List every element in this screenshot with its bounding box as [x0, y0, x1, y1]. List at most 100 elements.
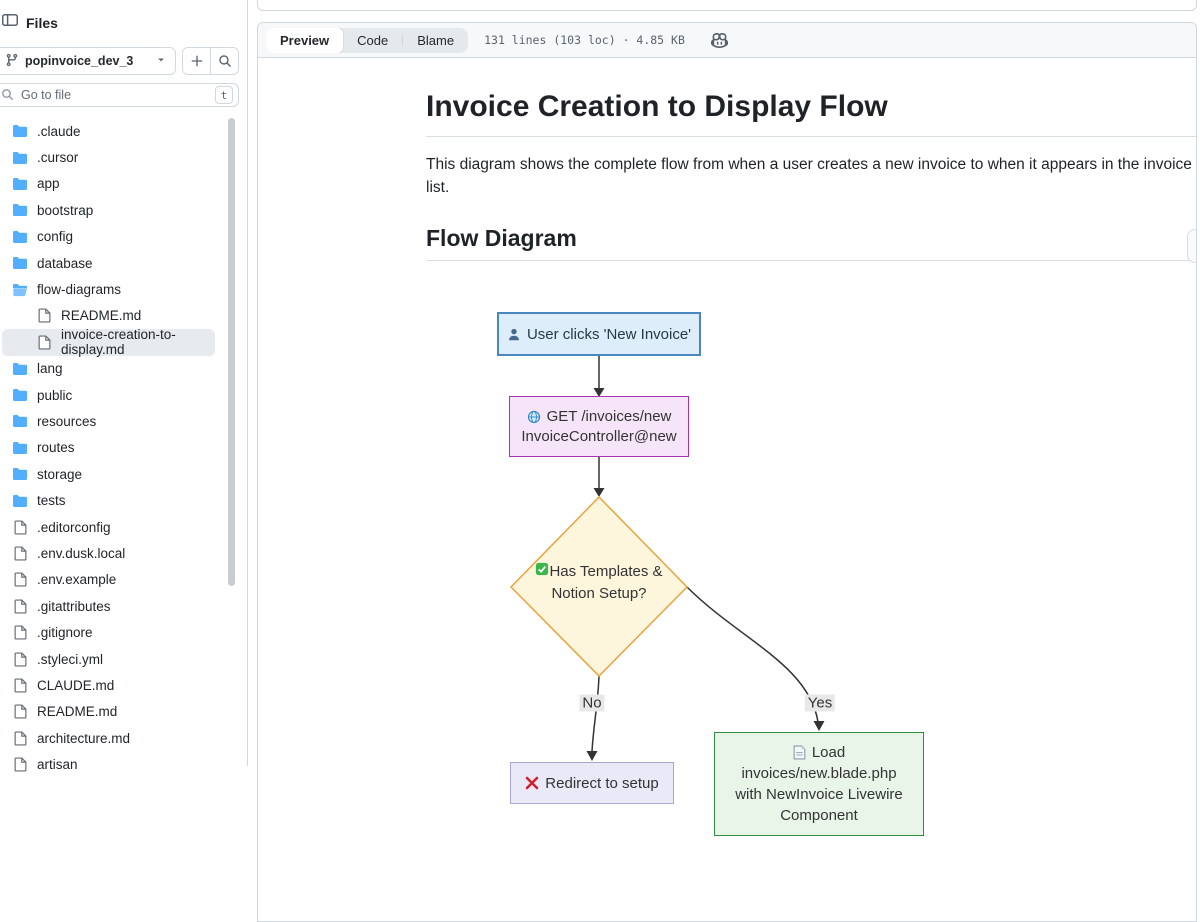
tree-item[interactable]: CLAUDE.md — [2, 672, 215, 698]
search-repo-button[interactable] — [211, 48, 238, 74]
files-sidebar: Files popinvoice_dev_3 t .cla — [0, 0, 247, 772]
sidebar-divider — [247, 0, 248, 766]
git-branch-icon — [5, 53, 19, 70]
folder-icon — [12, 124, 28, 138]
node-label: Load — [811, 744, 846, 761]
tree-item-label: .cursor — [37, 150, 79, 166]
tree-item[interactable]: .styleci.yml — [2, 646, 215, 672]
node-redirect-setup: Redirect to setup — [510, 762, 674, 804]
folder-icon — [12, 177, 28, 191]
file-icon — [36, 335, 52, 350]
sidebar-scrollbar[interactable] — [228, 118, 235, 586]
tree-item-label: bootstrap — [37, 202, 94, 218]
flow-diagram: User clicks 'New Invoice' GET /invoices/… — [426, 279, 1196, 836]
section-heading: Flow Diagram — [426, 225, 1196, 261]
file-icon — [36, 308, 52, 323]
go-to-file-input[interactable] — [0, 83, 239, 107]
tree-item[interactable]: bootstrap — [2, 197, 215, 223]
tree-item[interactable]: storage — [2, 461, 215, 487]
folder-icon — [12, 230, 28, 244]
tree-item-label: lang — [37, 361, 63, 377]
tree-item-label: invoice-creation-to-display.md — [61, 327, 176, 358]
collapse-sidebar-icon[interactable] — [2, 12, 18, 33]
tree-item[interactable]: database — [2, 250, 215, 276]
tree-item-label: .editorconfig — [37, 519, 111, 535]
copilot-icon[interactable] — [710, 32, 728, 49]
page-title: Invoice Creation to Display Flow — [426, 88, 1196, 137]
file-icon — [12, 546, 28, 561]
folder-icon — [12, 494, 28, 508]
tree-item[interactable]: README.md — [2, 303, 215, 329]
file-icon — [12, 599, 28, 614]
tree-item[interactable]: invoice-creation-to-display.md — [2, 327, 215, 358]
tab-code[interactable]: Code — [343, 28, 402, 53]
tree-item[interactable]: flow-diagrams — [2, 276, 215, 302]
node-label: InvoiceController@new — [521, 427, 677, 445]
file-content-panel: Preview Code Blame 131 lines (103 loc) ·… — [257, 22, 1197, 922]
tree-item[interactable]: .gitignore — [2, 619, 215, 645]
folder-icon — [12, 151, 28, 165]
file-icon — [12, 731, 28, 746]
tree-item-label: database — [37, 255, 93, 271]
file-icon — [12, 678, 28, 693]
tab-preview[interactable]: Preview — [266, 27, 344, 53]
file-icon — [12, 625, 28, 640]
tree-item-label: .styleci.yml — [37, 651, 104, 667]
node-label: Has Templates & — [549, 563, 663, 580]
branch-selector[interactable]: popinvoice_dev_3 — [0, 47, 176, 75]
tree-item[interactable]: .gitattributes — [2, 593, 215, 619]
tree-item[interactable]: resources — [2, 408, 215, 434]
tree-item[interactable]: .env.dusk.local — [2, 540, 215, 566]
tree-item[interactable]: .env.example — [2, 567, 215, 593]
branch-name: popinvoice_dev_3 — [25, 54, 134, 68]
tree-item[interactable]: public — [2, 382, 215, 408]
tree-item[interactable]: .editorconfig — [2, 514, 215, 540]
tree-item-label: resources — [37, 413, 97, 429]
node-user-clicks: User clicks 'New Invoice' — [497, 312, 701, 356]
tree-item-label: storage — [37, 466, 83, 482]
node-decision: Has Templates & Notion Setup? — [524, 561, 674, 605]
file-icon — [12, 757, 28, 772]
tree-item-label: routes — [37, 440, 75, 456]
edge-label-yes: Yes — [804, 694, 836, 712]
person-icon — [507, 327, 521, 342]
search-icon — [1, 88, 14, 106]
node-label: with NewInvoice Livewire — [735, 786, 903, 803]
tree-item-label: flow-diagrams — [37, 282, 122, 298]
node-label: invoices/new.blade.php — [741, 765, 897, 782]
tree-item-label: .env.example — [37, 572, 117, 588]
tree-item-label: README.md — [37, 704, 118, 720]
tree-item[interactable]: config — [2, 224, 215, 250]
tree-item[interactable]: routes — [2, 435, 215, 461]
intro-paragraph: This diagram shows the complete flow fro… — [426, 155, 1192, 196]
tree-item[interactable]: .cursor — [2, 144, 215, 170]
file-icon — [12, 651, 28, 667]
file-header-box — [257, 0, 1197, 11]
folder-icon — [12, 256, 28, 270]
outline-button[interactable] — [1187, 229, 1196, 263]
tree-item[interactable]: tests — [2, 487, 215, 513]
tree-item[interactable]: .claude — [2, 118, 215, 144]
node-label: Redirect to setup — [545, 774, 659, 792]
tab-blame[interactable]: Blame — [403, 28, 468, 53]
file-meta: 131 lines (103 loc) · 4.85 KB — [484, 33, 685, 47]
add-file-button[interactable] — [183, 48, 210, 74]
page-icon — [793, 745, 806, 760]
node-label: Component — [780, 807, 858, 824]
tree-item[interactable]: artisan — [2, 751, 215, 777]
edge-label-no: No — [579, 694, 605, 712]
tree-item[interactable]: app — [2, 171, 215, 197]
x-icon — [525, 776, 539, 790]
file-icon — [12, 704, 28, 719]
tree-item[interactable]: README.md — [2, 699, 215, 725]
node-label: User clicks 'New Invoice' — [526, 325, 692, 343]
tree-item[interactable]: architecture.md — [2, 725, 215, 751]
folder-icon — [12, 362, 28, 376]
node-get-route: GET /invoices/new InvoiceController@new — [509, 396, 689, 457]
file-toolbar: Preview Code Blame 131 lines (103 loc) ·… — [258, 23, 1196, 58]
node-label: Notion Setup? — [551, 585, 647, 602]
tree-item-label: .gitattributes — [37, 598, 111, 614]
tree-item[interactable]: lang — [2, 356, 215, 382]
node-label: GET /invoices/new — [546, 407, 672, 425]
tree-item-label: README.md — [61, 308, 142, 324]
